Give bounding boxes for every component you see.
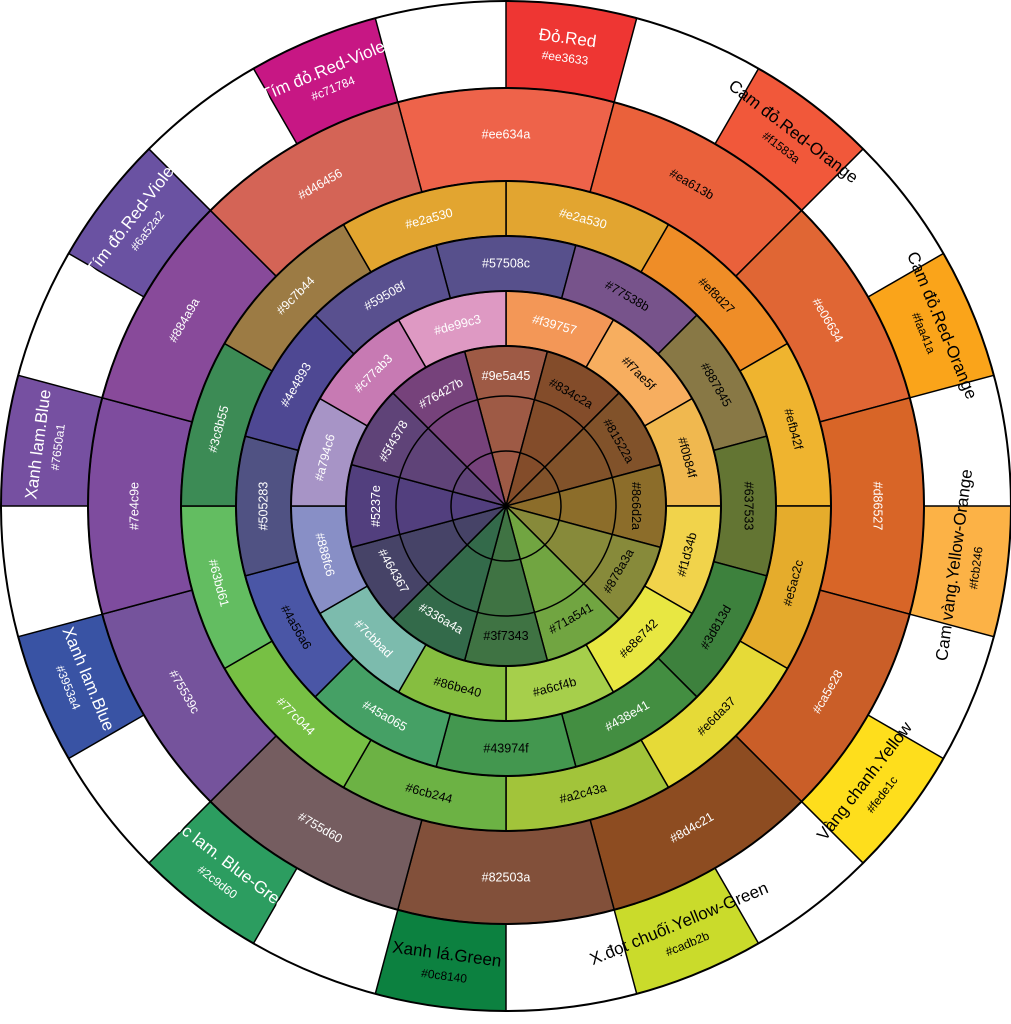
outer-ring-segment xyxy=(801,715,944,864)
band-3-hex: #637533 xyxy=(742,482,756,531)
radial-divider xyxy=(68,252,145,298)
outer-ring-hex: #ee3633 xyxy=(541,48,589,68)
outer-ring-hex: #fcb246 xyxy=(966,545,985,589)
ring-border xyxy=(345,345,667,667)
radial-divider xyxy=(909,613,994,638)
outer-ring-segment xyxy=(253,18,398,144)
inner-wedges-hex: #5237e xyxy=(369,485,383,527)
ring-border xyxy=(235,235,777,777)
band-3-hex: #43974f xyxy=(483,742,529,756)
outer-ring-segment xyxy=(868,253,994,398)
outer-ring-hex: #0c8140 xyxy=(420,966,468,986)
radial-divider xyxy=(714,867,760,944)
ring-border xyxy=(290,290,722,722)
outer-ring-segment xyxy=(18,614,144,759)
band-1-hex: #d86527 xyxy=(871,482,885,531)
outer-ring-segment xyxy=(614,868,759,994)
radial-divider xyxy=(714,68,760,145)
radial-divider xyxy=(909,374,994,399)
radial-divider xyxy=(18,613,103,638)
ring-border xyxy=(180,180,832,832)
band-1-hex: #82503a xyxy=(482,871,531,885)
inner-wedges-hex: #3f7343 xyxy=(483,629,528,643)
outer-ring-segment xyxy=(375,909,506,1011)
outer-ring-hex: #7650a1 xyxy=(48,423,68,471)
band-3-hex: #57508c xyxy=(482,257,530,271)
inner-wedges-hex: #8c6d2a xyxy=(629,482,643,530)
radial-divider xyxy=(374,909,399,994)
outer-ring-segment xyxy=(715,68,864,211)
radial-divider xyxy=(252,867,298,944)
radial-divider xyxy=(252,68,298,145)
inner-guide-circle xyxy=(395,395,617,617)
radial-divider xyxy=(801,148,864,211)
inner-guide-circle xyxy=(450,450,562,562)
inner-wedges-hex: #9e5a45 xyxy=(482,369,531,383)
radial-divider xyxy=(18,374,103,399)
radial-divider xyxy=(613,18,638,103)
outer-ring-segment xyxy=(1,375,103,506)
radial-divider xyxy=(148,148,211,211)
band-1-hex: #ee634a xyxy=(482,128,531,142)
band-1-hex: #7e4c9e xyxy=(128,482,142,530)
outer-ring-segment xyxy=(909,506,1011,637)
radial-divider xyxy=(801,801,864,864)
outer-ring-segment xyxy=(68,148,211,297)
radial-divider xyxy=(613,909,638,994)
radial-divider xyxy=(148,801,211,864)
outer-ring-segment xyxy=(506,1,637,103)
radial-divider xyxy=(867,714,944,760)
radial-divider xyxy=(374,18,399,103)
radial-divider xyxy=(867,252,944,298)
radial-divider xyxy=(68,714,145,760)
band-3-hex: #505283 xyxy=(257,482,271,531)
outer-ring-segment xyxy=(148,801,297,944)
